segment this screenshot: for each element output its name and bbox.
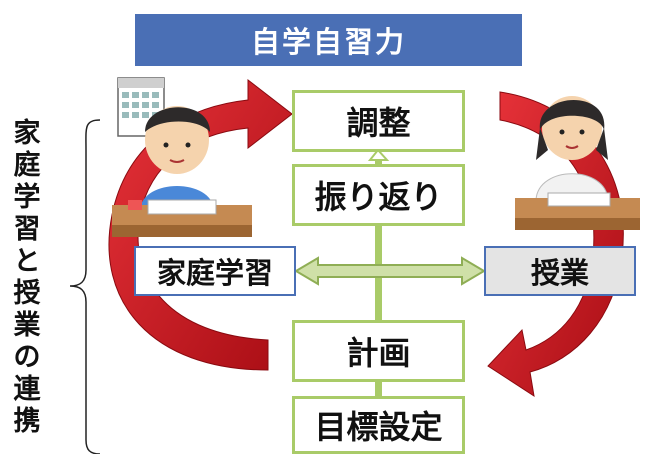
step-reflect: 振り返り bbox=[292, 164, 465, 226]
vertical-label-char: 授 bbox=[13, 278, 41, 309]
up-arrow-icon bbox=[367, 148, 390, 161]
home-study-box: 家庭学習 bbox=[134, 246, 296, 296]
class-box: 授業 bbox=[484, 246, 636, 296]
double-arrow-icon bbox=[294, 256, 486, 286]
vertical-label-char: の bbox=[13, 342, 41, 373]
left-brace bbox=[69, 119, 101, 454]
title-banner: 自学自習力 bbox=[135, 14, 522, 66]
vertical-label-char: 学 bbox=[13, 182, 41, 213]
step-goal: 目標設定 bbox=[292, 396, 465, 454]
vertical-label-char: 習 bbox=[13, 214, 41, 245]
vertical-label: 家庭学習と授業の連携家庭学習と授業の連携 bbox=[8, 118, 46, 438]
step-plan: 計画 bbox=[292, 320, 465, 382]
vertical-label-char: と bbox=[13, 246, 41, 277]
step-adjust: 調整 bbox=[292, 90, 465, 152]
vertical-label-char: 携 bbox=[13, 406, 41, 437]
vertical-label-char: 連 bbox=[13, 374, 41, 405]
girl-studying-illustration bbox=[515, 96, 640, 230]
boy-studying-illustration bbox=[112, 77, 252, 237]
vertical-label-char: 業 bbox=[13, 310, 41, 341]
page-title: 自学自習力 bbox=[250, 25, 406, 59]
vertical-label-char: 家 bbox=[13, 118, 41, 149]
vertical-label-char: 庭 bbox=[13, 150, 41, 181]
